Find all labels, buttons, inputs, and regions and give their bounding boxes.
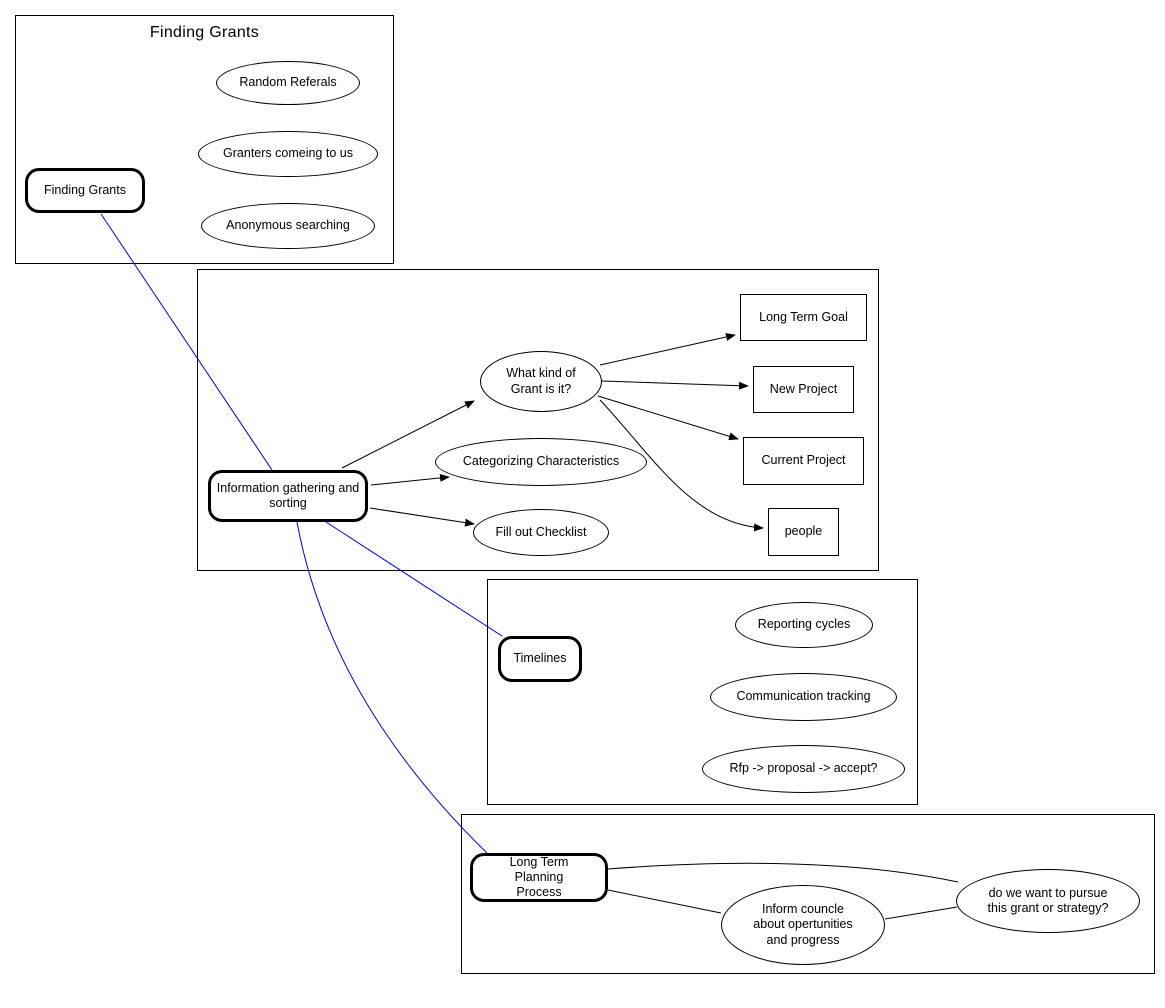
edge-information-gathering-to-long-term-planning bbox=[296, 521, 488, 854]
box-people-label: people bbox=[784, 524, 823, 539]
ellipse-categorizing-characteristics-label: Categorizing Characteristics bbox=[462, 454, 620, 469]
cluster-timelines bbox=[487, 579, 918, 805]
ellipse-random-referals-label: Random Referals bbox=[239, 75, 337, 90]
ellipse-categorizing-characteristics[interactable]: Categorizing Characteristics bbox=[435, 438, 647, 486]
ellipse-fill-out-checklist[interactable]: Fill out Checklist bbox=[473, 509, 609, 556]
node-information-gathering-label: Information gathering and sorting bbox=[216, 480, 360, 510]
ellipse-inform-councle-label: Inform councle about opertunities and pr… bbox=[753, 902, 853, 947]
ellipse-reporting-cycles[interactable]: Reporting cycles bbox=[735, 602, 873, 648]
ellipse-communication-tracking[interactable]: Communication tracking bbox=[710, 673, 897, 721]
cluster-long-term-planning bbox=[461, 814, 1155, 974]
ellipse-communication-tracking-label: Communication tracking bbox=[736, 689, 871, 704]
node-timelines-label: Timelines bbox=[513, 651, 567, 666]
ellipse-what-kind-of-grant-label: What kind of Grant is it? bbox=[506, 366, 576, 396]
node-finding-grants-label: Finding Grants bbox=[44, 182, 126, 197]
box-long-term-goal[interactable]: Long Term Goal bbox=[740, 294, 867, 341]
box-new-project-label: New Project bbox=[769, 381, 838, 396]
box-long-term-goal-label: Long Term Goal bbox=[759, 309, 848, 324]
ellipse-anonymous-searching-label: Anonymous searching bbox=[226, 218, 350, 233]
ellipse-do-we-want-to-pursue-label: do we want to pursue this grant or strat… bbox=[987, 885, 1109, 915]
box-new-project[interactable]: New Project bbox=[753, 366, 854, 413]
ellipse-fill-out-checklist-label: Fill out Checklist bbox=[495, 524, 587, 539]
ellipse-granters-comeing-label: Granters comeing to us bbox=[223, 146, 353, 161]
box-current-project[interactable]: Current Project bbox=[743, 437, 864, 485]
ellipse-what-kind-of-grant[interactable]: What kind of Grant is it? bbox=[480, 351, 602, 412]
node-long-term-planning-label: Long Term Planning Process bbox=[509, 854, 569, 900]
ellipse-do-we-want-to-pursue[interactable]: do we want to pursue this grant or strat… bbox=[956, 869, 1140, 933]
ellipse-reporting-cycles-label: Reporting cycles bbox=[757, 617, 851, 632]
ellipse-anonymous-searching[interactable]: Anonymous searching bbox=[201, 203, 375, 249]
ellipse-rfp-proposal-accept[interactable]: Rfp -> proposal -> accept? bbox=[702, 745, 905, 793]
box-current-project-label: Current Project bbox=[761, 453, 846, 468]
ellipse-random-referals[interactable]: Random Referals bbox=[216, 61, 360, 105]
ellipse-rfp-proposal-accept-label: Rfp -> proposal -> accept? bbox=[729, 761, 878, 776]
ellipse-granters-comeing[interactable]: Granters comeing to us bbox=[198, 131, 378, 177]
ellipse-inform-councle[interactable]: Inform councle about opertunities and pr… bbox=[721, 885, 885, 965]
node-finding-grants[interactable]: Finding Grants bbox=[25, 168, 145, 213]
box-people[interactable]: people bbox=[768, 508, 839, 556]
node-long-term-planning[interactable]: Long Term Planning Process bbox=[470, 853, 608, 902]
node-information-gathering[interactable]: Information gathering and sorting bbox=[208, 470, 368, 522]
cluster-title-finding-grants: Finding Grants bbox=[149, 24, 260, 41]
node-timelines[interactable]: Timelines bbox=[498, 636, 582, 682]
